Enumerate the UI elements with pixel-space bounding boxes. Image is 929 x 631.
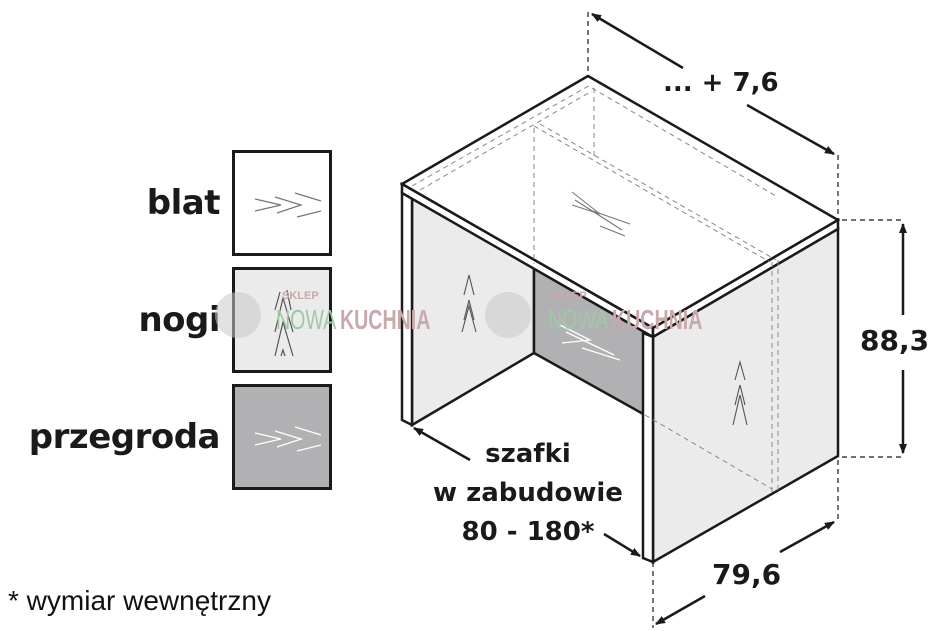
partition-grain-arrows-icon [559,324,621,361]
hidden-lines [411,83,779,492]
legend-swatch-przegroda [232,384,332,490]
left-leg-grain-arrows-icon [461,274,477,333]
right-leg-edge [641,331,655,564]
top-grain-arrows-icon [571,191,631,237]
depth-dimension [587,12,839,220]
opening-label-line2: w zabudowie [433,478,623,508]
footnote: * wymiar wewnętrzny [8,585,271,616]
vertical-arrows-icon [274,289,294,357]
width-dimension [652,460,839,628]
opening-label-line3: 80 - 180* [462,517,595,547]
depth-label: ... + 7,6 [663,68,779,98]
width-label: 79,6 [712,558,781,591]
right-leg-grain-arrows-icon [732,359,748,426]
horizontal-arrows-icon [254,426,322,452]
opening-label-line1: szafki [485,439,571,469]
height-label: 88,3 [860,324,929,357]
legend-swatch-blat [232,150,332,256]
horizontal-arrows-icon [254,192,322,218]
opening-dimension [413,426,641,558]
height-dimension [842,219,907,458]
legend-label-przegroda: przegroda [28,417,221,457]
left-leg-edge [400,190,414,428]
legend-label-nogi: nogi [138,300,220,340]
legend-label-blat: blat [146,183,221,223]
